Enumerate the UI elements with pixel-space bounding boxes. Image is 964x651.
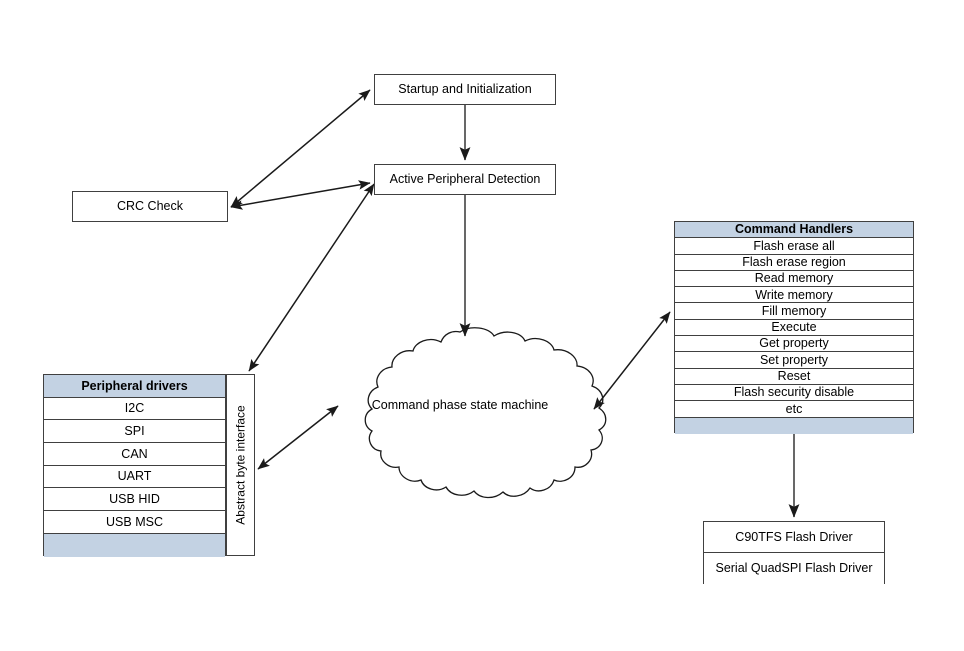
command-handlers-header: Command Handlers	[675, 222, 913, 239]
command-handlers-row[interactable]: Flash security disable	[675, 384, 913, 402]
peripheral-drivers-row[interactable]: SPI	[44, 420, 225, 444]
command-handlers-row[interactable]: Read memory	[675, 270, 913, 288]
peripheral-drivers-footer	[44, 533, 225, 557]
command-handlers-row[interactable]: Reset	[675, 368, 913, 385]
peripheral-drivers-row[interactable]: UART	[44, 465, 225, 489]
command-handlers-row[interactable]: Flash erase all	[675, 238, 913, 255]
command-handlers-row[interactable]: Set property	[675, 352, 913, 369]
peripheral-drivers-table: Peripheral drivers I2C SPI CAN UART USB …	[43, 374, 226, 557]
peripheral-drivers-row[interactable]: USB MSC	[44, 511, 225, 534]
abstract-byte-interface-column[interactable]: Abstract byte interface	[226, 374, 255, 556]
command-handlers-row[interactable]: Execute	[675, 319, 913, 337]
command-handlers-row[interactable]: etc	[675, 401, 913, 418]
flash-drivers-table: C90TFS Flash Driver Serial QuadSPI Flash…	[703, 521, 885, 584]
command-handlers-table: Command Handlers Flash erase all Flash e…	[674, 221, 914, 434]
peripheral-drivers-row[interactable]: I2C	[44, 397, 225, 421]
command-handlers-row[interactable]: Write memory	[675, 287, 913, 304]
abstract-byte-interface-label: Abstract byte interface	[233, 405, 248, 525]
command-phase-cloud	[364, 327, 607, 499]
node-startup-and-initialization[interactable]: Startup and Initialization	[374, 74, 556, 105]
command-handlers-row[interactable]: Flash erase region	[675, 254, 913, 271]
peripheral-drivers-row[interactable]: CAN	[44, 443, 225, 466]
peripheral-drivers-header: Peripheral drivers	[44, 375, 225, 398]
cloud-label: Command phase state machine	[371, 398, 549, 412]
command-handlers-footer	[675, 417, 913, 434]
command-handlers-row[interactable]: Fill memory	[675, 303, 913, 320]
flash-driver-row[interactable]: C90TFS Flash Driver	[704, 522, 884, 553]
node-active-peripheral-detection[interactable]: Active Peripheral Detection	[374, 164, 556, 195]
flash-driver-row[interactable]: Serial QuadSPI Flash Driver	[704, 553, 884, 584]
node-crc-check[interactable]: CRC Check	[72, 191, 228, 222]
command-handlers-row[interactable]: Get property	[675, 336, 913, 353]
peripheral-drivers-row[interactable]: USB HID	[44, 488, 225, 512]
